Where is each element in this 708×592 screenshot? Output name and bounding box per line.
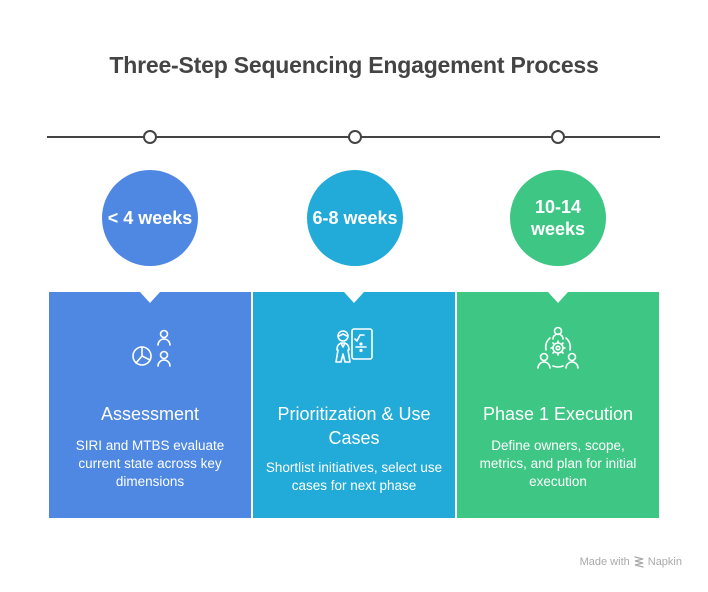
napkin-watermark: Made with Napkin (580, 556, 682, 568)
card-title: Assessment (100, 404, 200, 424)
step-card-assessment: Assessment SIRI and MTBS evaluate curren… (49, 292, 251, 518)
duration-badge-3: 10-14 weeks (510, 170, 606, 266)
card-description: SIRI and MTBS evaluate current state acr… (75, 438, 225, 489)
timeline-node-2 (348, 130, 362, 144)
timeline-node-1 (143, 130, 157, 144)
card-pointer (548, 292, 568, 303)
step-card-execution: Phase 1 Execution Define owners, scope, … (457, 292, 659, 518)
diagram-title: Three-Step Sequencing Engagement Process (109, 52, 599, 78)
made-with-text: Made with (579, 556, 630, 568)
card-title: Phase 1 Execution (482, 404, 634, 424)
card-description: Shortlist initiatives, select use cases … (265, 460, 443, 493)
card-description: Define owners, scope, metrics, and plan … (479, 438, 637, 489)
duration-label: 10-14 weeks (530, 197, 586, 239)
pie-chart-people-icon (132, 329, 171, 367)
napkin-brand-text: Napkin (647, 556, 682, 568)
card-pointer (344, 292, 364, 303)
duration-label: < 4 weeks (107, 208, 193, 228)
presenter-board-icon (335, 328, 373, 363)
napkin-logo-icon (634, 556, 644, 568)
card-title: Prioritization & Use Cases (277, 404, 431, 448)
timeline-node-3 (551, 130, 565, 144)
duration-badge-2: 6-8 weeks (307, 170, 403, 266)
duration-badge-1: < 4 weeks (102, 170, 198, 266)
step-card-prioritization: Prioritization & Use Cases Shortlist ini… (253, 292, 455, 518)
duration-label: 6-8 weeks (312, 208, 398, 228)
card-pointer (140, 292, 160, 303)
team-gear-icon (537, 326, 579, 369)
